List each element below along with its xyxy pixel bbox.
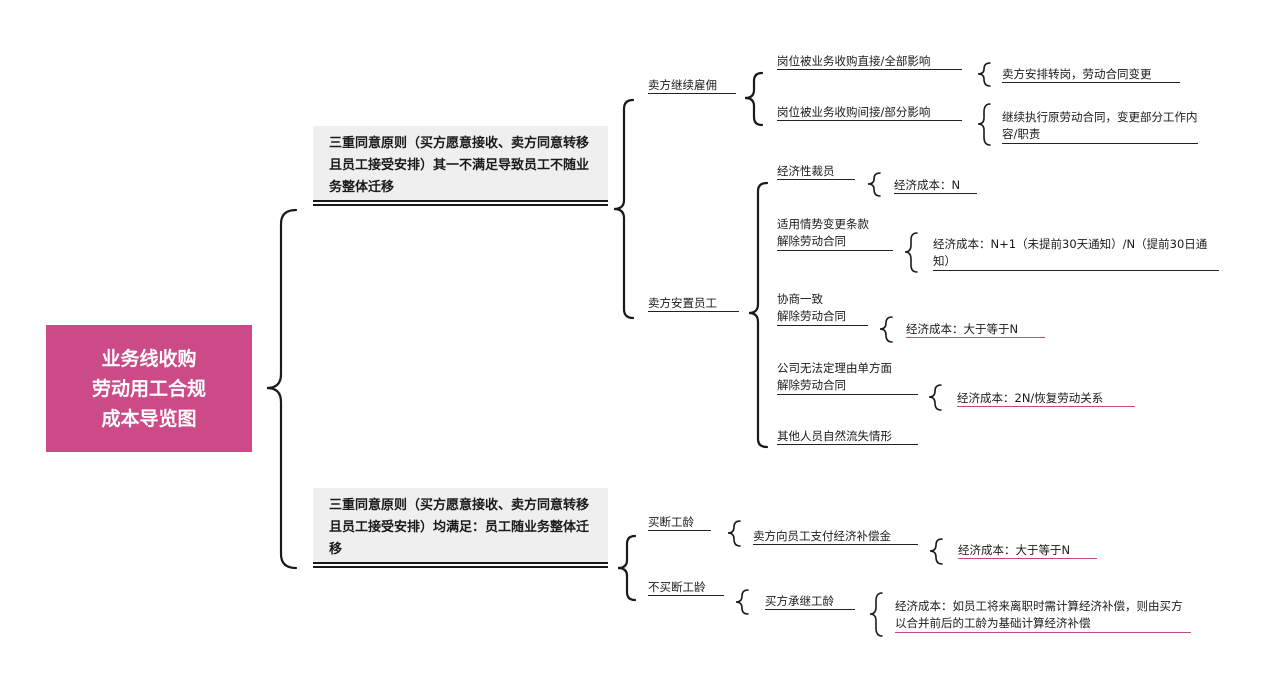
- change-brace: [904, 232, 918, 273]
- branch2-brace: [617, 534, 637, 602]
- negotiate-brace: [879, 316, 893, 343]
- branch1-brace: [613, 98, 635, 320]
- unilateral-node[interactable]: 公司无法定理由单方面 解除劳动合同: [777, 360, 918, 395]
- eco-result-text: 经济成本：N: [894, 178, 961, 192]
- nobuyout-node[interactable]: 不买断工龄: [648, 579, 724, 596]
- nobuyout-brace: [735, 589, 749, 615]
- continue-node[interactable]: 卖方继续雇佣: [648, 77, 736, 94]
- buyout-item-brace: [929, 538, 943, 565]
- resettle-brace: [748, 181, 769, 449]
- natural-node[interactable]: 其他人员自然流失情形: [777, 428, 918, 445]
- item2-brace: [977, 103, 991, 146]
- buyout-item-result[interactable]: 经济成本：大于等于N: [958, 542, 1097, 559]
- negotiate-label-line-1: 协商一致: [777, 292, 823, 306]
- unilateral-brace: [928, 384, 942, 411]
- buyout-item-result-text: 经济成本：大于等于N: [958, 543, 1071, 557]
- continue-item2-label: 岗位被业务收购间接/部分影响: [777, 105, 931, 119]
- change-label-line-2: 解除劳动合同: [777, 234, 846, 248]
- nobuyout-item-label: 买方承继工龄: [765, 594, 834, 608]
- resettle-node[interactable]: 卖方安置员工: [648, 295, 739, 312]
- continue-label: 卖方继续雇佣: [648, 78, 717, 92]
- unilateral-label-line-2: 解除劳动合同: [777, 378, 846, 392]
- continue-brace: [744, 71, 764, 127]
- continue-item1-result-text: 卖方安排转岗，劳动合同变更: [1002, 67, 1152, 81]
- eco-brace: [867, 172, 881, 197]
- root-title-line-2: 劳动用工合规: [91, 377, 206, 400]
- nobuyout-item-brace: [869, 592, 883, 637]
- item1-brace: [977, 62, 991, 87]
- negotiate-result[interactable]: 经济成本：大于等于N: [906, 321, 1045, 338]
- negotiate-label-line-2: 解除劳动合同: [777, 309, 846, 323]
- change-result-text: 经济成本：N+1（未提前30天通知）/N（提前30日通知）: [933, 237, 1208, 268]
- continue-item1-label: 岗位被业务收购直接/全部影响: [777, 54, 931, 68]
- natural-label: 其他人员自然流失情形: [777, 429, 892, 443]
- buyout-item-node[interactable]: 卖方向员工支付经济补偿金: [753, 528, 918, 545]
- branch1-title: 三重同意原则（买方愿意接收、卖方同意转移且员工接受安排）其一不满足导致员工不随业…: [329, 136, 590, 195]
- branch2-node[interactable]: 三重同意原则（买方愿意接收、卖方同意转移且员工接受安排）均满足：员工随业务整体迁…: [313, 488, 608, 568]
- nobuyout-item-result[interactable]: 经济成本：如员工将来离职时需计算经济补偿，则由买方以合并前后的工龄为基础计算经济…: [895, 598, 1191, 633]
- continue-item1-result[interactable]: 卖方安排转岗，劳动合同变更: [1002, 66, 1180, 83]
- buyout-brace: [727, 520, 741, 547]
- nobuyout-label: 不买断工龄: [648, 580, 706, 594]
- change-node[interactable]: 适用情势变更条款 解除劳动合同: [777, 216, 893, 251]
- root-brace: [266, 208, 298, 570]
- resettle-label: 卖方安置员工: [648, 296, 717, 310]
- unilateral-result[interactable]: 经济成本：2N/恢复劳动关系: [957, 390, 1135, 407]
- nobuyout-item-node[interactable]: 买方承继工龄: [765, 593, 855, 610]
- change-result[interactable]: 经济成本：N+1（未提前30天通知）/N（提前30日通知）: [933, 236, 1219, 271]
- root-title-line-3: 成本导览图: [101, 407, 197, 430]
- continue-item2-result[interactable]: 继续执行原劳动合同，变更部分工作内容/职责: [1002, 109, 1198, 144]
- nobuyout-item-result-text: 经济成本：如员工将来离职时需计算经济补偿，则由买方以合并前后的工龄为基础计算经济…: [895, 599, 1183, 630]
- continue-item2-result-text: 继续执行原劳动合同，变更部分工作内容/职责: [1002, 110, 1198, 141]
- eco-result[interactable]: 经济成本：N: [894, 177, 977, 194]
- continue-item2-node[interactable]: 岗位被业务收购间接/部分影响: [777, 104, 962, 121]
- root-title-line-1: 业务线收购: [101, 347, 197, 370]
- buyout-label: 买断工龄: [648, 515, 694, 529]
- change-label-line-1: 适用情势变更条款: [777, 217, 869, 231]
- continue-item1-node[interactable]: 岗位被业务收购直接/全部影响: [777, 53, 962, 70]
- negotiate-node[interactable]: 协商一致 解除劳动合同: [777, 291, 868, 326]
- buyout-node[interactable]: 买断工龄: [648, 514, 711, 531]
- buyout-item-label: 卖方向员工支付经济补偿金: [753, 529, 891, 543]
- unilateral-label-line-1: 公司无法定理由单方面: [777, 361, 892, 375]
- negotiate-result-text: 经济成本：大于等于N: [906, 322, 1019, 336]
- eco-node[interactable]: 经济性裁员: [777, 163, 855, 180]
- unilateral-result-text: 经济成本：2N/恢复劳动关系: [957, 391, 1104, 405]
- eco-label: 经济性裁员: [777, 164, 835, 178]
- branch2-title: 三重同意原则（买方愿意接收、卖方同意转移且员工接受安排）均满足：员工随业务整体迁…: [329, 498, 590, 557]
- branch1-node[interactable]: 三重同意原则（买方愿意接收、卖方同意转移且员工接受安排）其一不满足导致员工不随业…: [313, 126, 608, 206]
- root-title-box[interactable]: 业务线收购 劳动用工合规 成本导览图: [46, 325, 252, 452]
